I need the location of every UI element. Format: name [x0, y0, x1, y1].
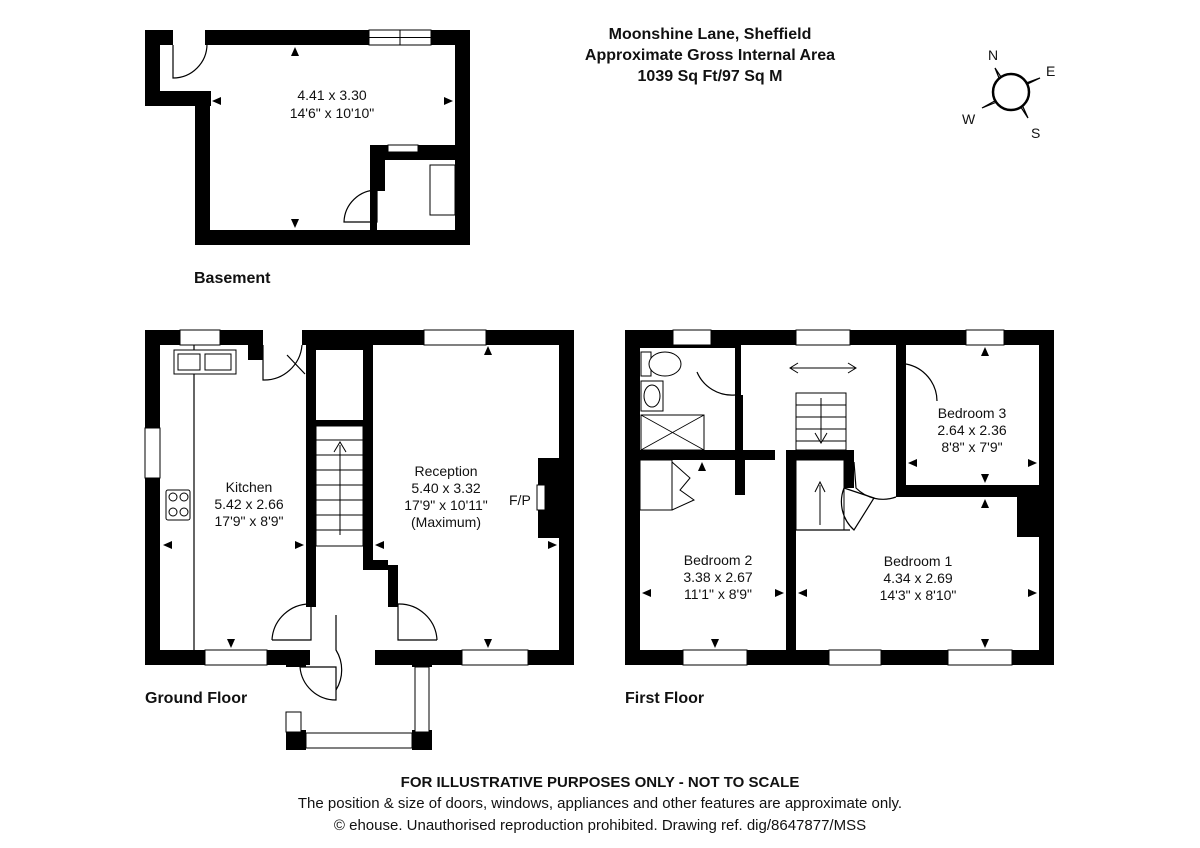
bedroom2-name: Bedroom 2 [684, 552, 753, 568]
shower-icon [640, 414, 705, 451]
basement-room-imperial: 14'6" x 10'10" [290, 105, 375, 121]
footer: FOR ILLUSTRATIVE PURPOSES ONLY - NOT TO … [298, 774, 902, 834]
staircase-icon [315, 425, 364, 547]
compass-w-label: W [962, 111, 976, 127]
area-title: Approximate Gross Internal Area [585, 47, 835, 64]
disclaimer-text: FOR ILLUSTRATIVE PURPOSES ONLY - NOT TO … [401, 774, 800, 791]
first-floor-label: First Floor [625, 690, 704, 707]
kitchen-metric: 5.42 x 2.66 [214, 496, 283, 512]
reception-note: (Maximum) [411, 514, 481, 530]
compass-icon: N E S W [962, 47, 1055, 141]
ground-floor-plan: F/P Kitchen 5.42 x 2.66 17'9" x 8'9" Rec… [144, 329, 574, 750]
bedroom3-imperial: 8'8" x 7'9" [941, 439, 1002, 455]
bedroom2-metric: 3.38 x 2.67 [683, 569, 752, 585]
ground-floor-label: Ground Floor [145, 690, 247, 707]
kitchen-imperial: 17'9" x 8'9" [215, 513, 284, 529]
toilet-icon [640, 351, 682, 377]
header: Moonshine Lane, Sheffield Approximate Gr… [585, 26, 835, 85]
kitchen-name: Kitchen [226, 479, 273, 495]
bedroom1-metric: 4.34 x 2.69 [883, 570, 952, 586]
basement-label: Basement [194, 270, 271, 287]
reception-imperial: 17'9" x 10'11" [404, 497, 488, 513]
bedroom3-name: Bedroom 3 [938, 405, 1007, 421]
area-value: 1039 Sq Ft/97 Sq M [638, 68, 783, 85]
address-title: Moonshine Lane, Sheffield [609, 26, 812, 43]
staircase-icon [795, 392, 847, 451]
basin-icon [640, 380, 664, 412]
fireplace-label: F/P [509, 492, 531, 508]
bedroom1-name: Bedroom 1 [884, 553, 953, 569]
reception-metric: 5.40 x 3.32 [411, 480, 480, 496]
compass-n-label: N [988, 47, 998, 63]
bedroom2-imperial: 11'1" x 8'9" [684, 586, 752, 602]
compass-e-label: E [1046, 63, 1055, 79]
basement-plan: 4.41 x 3.30 14'6" x 10'10" [145, 29, 470, 245]
footer-note: The position & size of doors, windows, a… [298, 795, 902, 812]
bedroom1-imperial: 14'3" x 8'10" [880, 587, 957, 603]
reception-name: Reception [414, 463, 477, 479]
first-floor-plan: Bedroom 2 3.38 x 2.67 11'1" x 8'9" Bedro… [625, 329, 1054, 666]
bedroom3-metric: 2.64 x 2.36 [937, 422, 1006, 438]
copyright-text: © ehouse. Unauthorised reproduction proh… [334, 817, 866, 834]
compass-s-label: S [1031, 125, 1040, 141]
basement-room-metric: 4.41 x 3.30 [297, 87, 366, 103]
